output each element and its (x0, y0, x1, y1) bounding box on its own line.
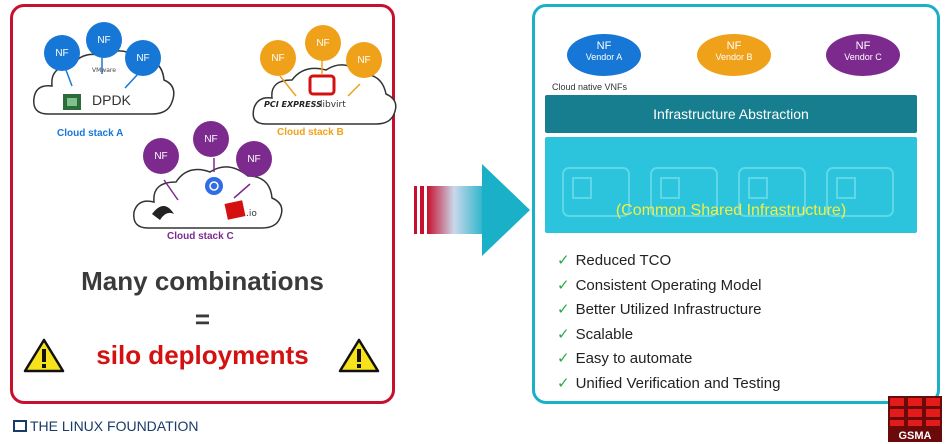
nf-node: NF (125, 40, 161, 76)
linux-foundation-text: THE LINUX FOUNDATION (30, 418, 199, 434)
nf-node: NF (143, 138, 179, 174)
linux-foundation-logo: THE LINUX FOUNDATION (13, 418, 199, 434)
benefit-text: Consistent Operating Model (575, 276, 762, 294)
libvirt-logo: libvirt (320, 100, 346, 110)
nf-node: NF (305, 25, 341, 61)
silo-deployments-heading: silo deployments (10, 340, 395, 371)
gsma-logo: GSMA (888, 396, 942, 442)
vendor-label: Vendor A (585, 52, 623, 62)
cloud-stack-c-label: Cloud stack C (167, 231, 234, 242)
vendor-label: Vendor C (844, 52, 882, 62)
benefit-text: Unified Verification and Testing (575, 374, 781, 392)
cloud-native-vnfs-label: Cloud native VNFs (552, 82, 628, 92)
nf-label: NF (726, 40, 742, 52)
gsma-text: GSMA (899, 430, 932, 442)
cloud-stack-c-diagram (133, 158, 283, 229)
many-combinations-heading: Many combinations (81, 266, 324, 296)
benefit-text: Scalable (575, 325, 634, 343)
openstack-logo (308, 74, 336, 96)
cloud-stack-a-label: Cloud stack A (57, 128, 124, 139)
common-shared-infrastructure-label: (Common Shared Infrastructure) (615, 202, 847, 219)
dpdk-logo: DPDK (92, 92, 131, 108)
transition-arrow-icon (414, 164, 530, 256)
silo-deployments-text: silo deployments (96, 340, 309, 370)
check-icon: ✓ (557, 301, 570, 318)
equals-sign: = (194, 304, 211, 334)
benefit-text: Reduced TCO (575, 252, 672, 269)
check-icon: ✓ (557, 276, 570, 294)
check-icon: ✓ (557, 350, 570, 367)
check-icon: ✓ (557, 325, 570, 343)
cloud-stack-b-diagram (252, 60, 397, 125)
nf-node: NF (346, 42, 382, 78)
nf-node: NF (260, 40, 296, 76)
infrastructure-abstraction-label: Infrastructure Abstraction (653, 106, 809, 122)
benefit-item: ✓ Consistent Operating Model (557, 274, 780, 299)
mascot-icon (152, 206, 174, 220)
benefit-item: ✓ Unified Verification and Testing (557, 372, 780, 397)
nf-node: NF (44, 35, 80, 71)
vendor-b-nf: NF Vendor B (697, 34, 771, 76)
nf-label: NF (596, 40, 612, 52)
nf-node: NF (193, 121, 229, 157)
server-hardware-icons (562, 167, 894, 217)
check-icon: ✓ (557, 374, 570, 392)
vmware-logo: VMware (92, 67, 116, 74)
nf-node: NF (86, 22, 122, 58)
vendor-a-nf: NF Vendor A (567, 34, 641, 76)
warning-icon (23, 338, 65, 373)
benefit-text: Easy to automate (575, 350, 693, 367)
warning-icon (338, 338, 380, 373)
benefit-text: Better Utilized Infrastructure (575, 301, 762, 318)
infrastructure-abstraction-bar: Infrastructure Abstraction (545, 95, 917, 133)
benefit-item: ✓ Easy to automate (557, 347, 780, 372)
io-logo-text: .io (246, 209, 257, 219)
benefits-list: ✓ Reduced TCO ✓ Consistent Operating Model… (557, 249, 780, 396)
vendor-c-nf: NF Vendor C (826, 34, 900, 76)
kubernetes-icon (205, 177, 223, 195)
cloud-stack-b-label: Cloud stack B (277, 127, 344, 138)
benefit-item: ✓ Better Utilized Infrastructure (557, 298, 780, 323)
firecracker-icon (224, 200, 246, 220)
check-icon: ✓ (557, 252, 570, 269)
benefit-item: ✓ Reduced TCO (557, 249, 780, 274)
pci-express-logo: PCI EXPRESS (264, 100, 322, 109)
benefit-item: ✓ Scalable (557, 323, 780, 348)
vendor-label: Vendor B (715, 52, 753, 62)
linux-foundation-mark-icon (13, 420, 27, 432)
nf-node: NF (236, 141, 272, 177)
nf-label: NF (855, 40, 871, 52)
